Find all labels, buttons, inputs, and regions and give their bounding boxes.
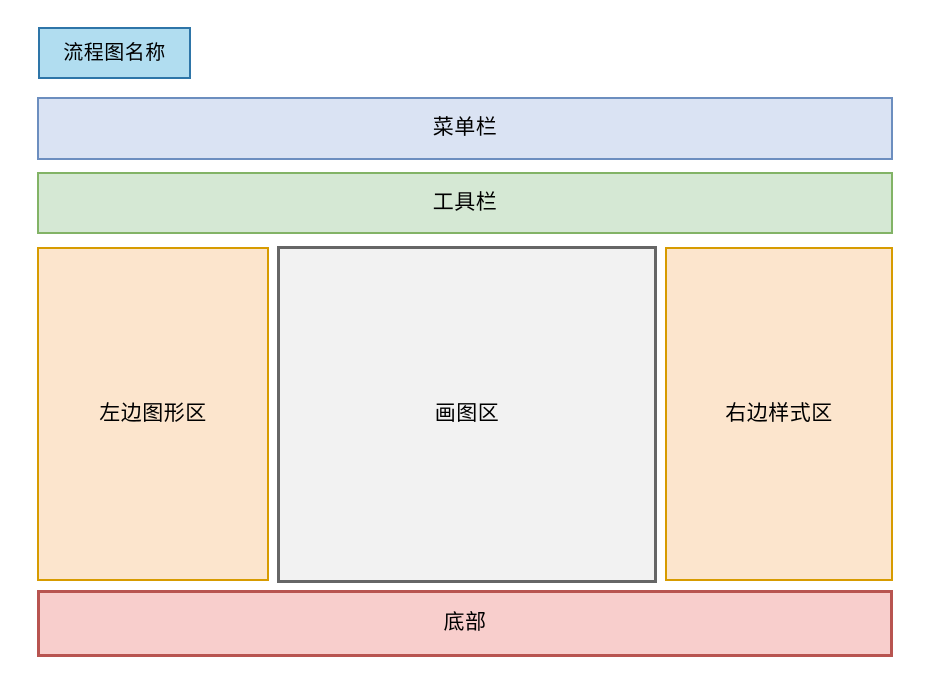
region-right-style-panel[interactable]: 右边样式区 (665, 247, 893, 581)
region-left-shape-panel-label: 左边图形区 (99, 401, 207, 425)
region-menu-bar-label: 菜单栏 (432, 116, 498, 140)
region-canvas-area[interactable]: 画图区 (277, 246, 657, 583)
region-tool-bar-label: 工具栏 (432, 190, 498, 214)
region-footer-bar-label: 底部 (443, 611, 487, 635)
region-right-style-panel-label: 右边样式区 (725, 401, 833, 425)
region-menu-bar[interactable]: 菜单栏 (37, 97, 893, 160)
region-left-shape-panel[interactable]: 左边图形区 (37, 247, 269, 581)
region-canvas-area-label: 画图区 (434, 402, 500, 426)
diagram-title-box[interactable]: 流程图名称 (38, 27, 191, 79)
diagram-title-label: 流程图名称 (63, 41, 166, 64)
region-tool-bar[interactable]: 工具栏 (37, 172, 893, 234)
region-footer-bar[interactable]: 底部 (37, 590, 893, 657)
